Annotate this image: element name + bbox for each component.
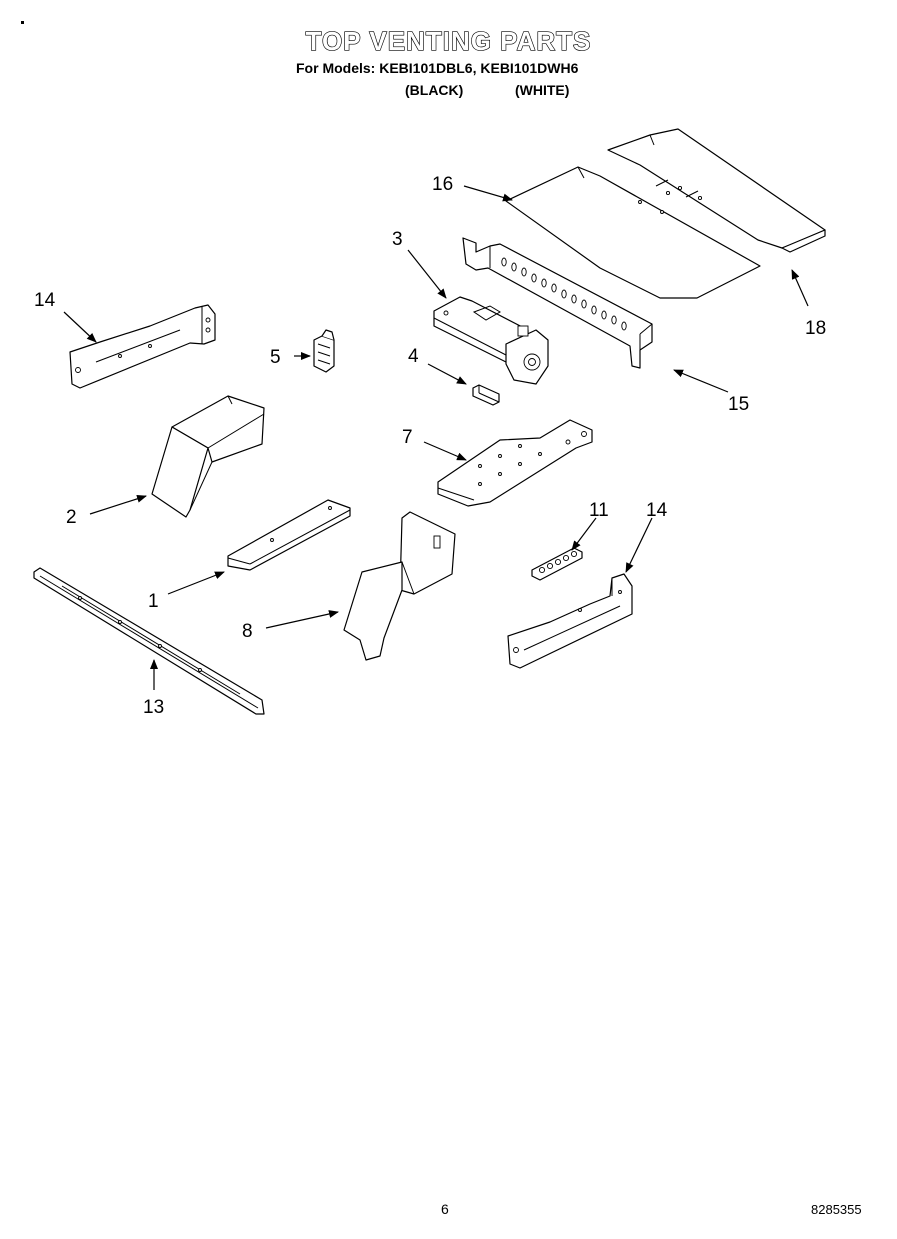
part-7-vent-plate xyxy=(437,419,593,507)
leader-11 xyxy=(571,517,597,551)
leader-18 xyxy=(791,269,809,307)
callout-14a: 14 xyxy=(34,290,56,311)
leader-14a xyxy=(63,311,97,343)
page-title: TOP VENTING PARTS xyxy=(305,25,592,56)
part-13-front-trim xyxy=(33,567,265,715)
callout-7: 7 xyxy=(402,427,413,448)
leader-8 xyxy=(265,610,339,629)
callout-5: 5 xyxy=(270,347,281,368)
callout-16: 16 xyxy=(432,174,453,195)
callout-18: 18 xyxy=(805,318,826,339)
callout-11: 11 xyxy=(589,500,609,521)
callout-labels: 16 18 3 15 14 5 4 7 2 1 8 11 14 13 xyxy=(34,174,826,718)
part-1-baffle xyxy=(227,499,351,571)
part-4-clip xyxy=(472,384,500,406)
variant-black-label: (BLACK) xyxy=(405,82,464,98)
leader-14b xyxy=(625,517,653,573)
part-16-insulation-sheet xyxy=(505,166,761,299)
part-14-left-bracket xyxy=(69,304,216,389)
part-11-terminal-block xyxy=(531,547,583,581)
part-3-vent-motor xyxy=(433,296,549,385)
part-2-duct xyxy=(151,395,265,518)
callout-1: 1 xyxy=(148,591,159,612)
leader-lines xyxy=(63,185,809,690)
callout-15: 15 xyxy=(728,394,749,415)
part-5-switch xyxy=(313,329,335,373)
page-number: 6 xyxy=(441,1201,449,1217)
callout-8: 8 xyxy=(242,621,253,642)
variant-white-label: (WHITE) xyxy=(515,82,570,98)
part-14-right-bracket xyxy=(507,573,633,669)
callout-2: 2 xyxy=(66,507,77,528)
leader-3 xyxy=(407,249,447,299)
leader-7 xyxy=(423,441,467,461)
bracket-slots xyxy=(501,257,627,331)
leader-4 xyxy=(427,363,467,385)
leader-15 xyxy=(673,369,729,393)
callout-13: 13 xyxy=(143,697,164,718)
document-number: 8285355 xyxy=(811,1202,862,1217)
part-18-top-panel xyxy=(607,128,826,253)
callout-3: 3 xyxy=(392,229,403,250)
leader-16 xyxy=(463,185,513,202)
callout-4: 4 xyxy=(408,346,419,367)
callout-14b: 14 xyxy=(646,500,668,521)
part-8-duct-shroud xyxy=(343,511,456,661)
leader-2 xyxy=(89,494,147,515)
corner-mark xyxy=(21,21,24,24)
part-15-slotted-bracket xyxy=(462,237,653,369)
leader-1 xyxy=(167,571,225,595)
models-line: For Models: KEBI101DBL6, KEBI101DWH6 xyxy=(296,60,579,76)
